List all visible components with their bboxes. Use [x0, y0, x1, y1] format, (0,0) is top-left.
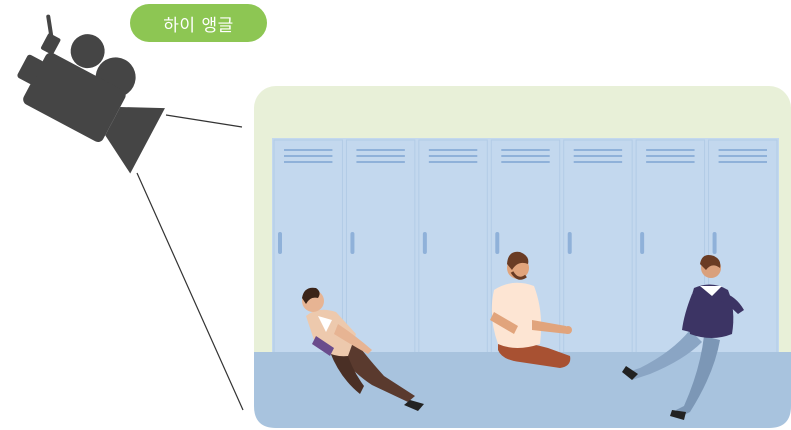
- locker-handle: [423, 232, 427, 254]
- locker-door: [564, 140, 632, 354]
- camera-sight-lines: [137, 115, 243, 410]
- locker-handle: [495, 232, 499, 254]
- locker-handle: [640, 232, 644, 254]
- locker-handle: [713, 232, 717, 254]
- locker-handle: [278, 232, 282, 254]
- locker-handle: [350, 232, 354, 254]
- locker-door: [346, 140, 414, 354]
- locker-handle: [568, 232, 572, 254]
- locker-door: [419, 140, 487, 354]
- hallway-scene: [254, 86, 791, 428]
- movie-camera-icon: [1, 12, 179, 173]
